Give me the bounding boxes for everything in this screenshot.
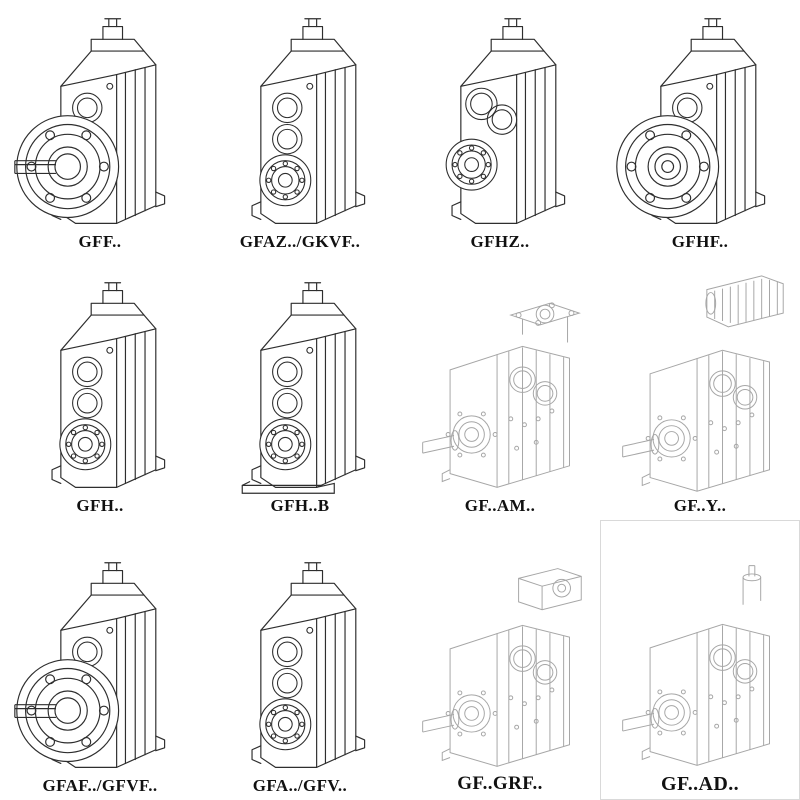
model-label: GFAZ../GKVF.. bbox=[239, 231, 361, 251]
model-label: GF..Y.. bbox=[673, 495, 727, 515]
gearbox-drawing-hollow-shaft bbox=[251, 561, 366, 768]
cell-gfh: GFH.. bbox=[0, 256, 200, 520]
gearbox-drawing-hollow-shaft-high bbox=[445, 17, 566, 224]
model-label: GF..AM.. bbox=[464, 495, 536, 515]
cell-gf-am: GF..AM.. bbox=[400, 256, 600, 520]
model-label: GFA../GFV.. bbox=[252, 775, 348, 795]
gearbox-drawing-hollow-shaft-foot bbox=[241, 281, 366, 494]
cell-gfhz: GFHZ.. bbox=[400, 0, 600, 256]
cell-gff: GFF.. bbox=[0, 0, 200, 256]
cell-gf-y: GF..Y.. bbox=[600, 256, 800, 520]
cell-gfa-gfv: GFA../GFV.. bbox=[200, 520, 400, 800]
gearbox-drawing-flange-with-shaft bbox=[14, 17, 166, 224]
model-label: GFAF../GFVF.. bbox=[42, 775, 158, 795]
cell-gf-grf: GF..GRF.. bbox=[400, 520, 600, 800]
model-label: GF..AD.. bbox=[660, 773, 740, 795]
model-label: GFHZ.. bbox=[470, 231, 530, 251]
gearbox-drawing-input-shaft bbox=[622, 564, 770, 766]
cell-gfaz-gkvf: GFAZ../GKVF.. bbox=[200, 0, 400, 256]
gearbox-drawing-flange-hollow bbox=[616, 17, 766, 224]
cell-gf-ad: GF..AD.. bbox=[600, 520, 800, 800]
model-label: GFF.. bbox=[78, 231, 122, 251]
gearbox-drawing-hollow-shaft bbox=[51, 281, 166, 488]
cell-gfh-b: GFH..B bbox=[200, 256, 400, 520]
gearbox-drawing-hollow-shaft bbox=[251, 17, 366, 224]
gearbox-drawing-motor-flange-adapter bbox=[422, 302, 580, 488]
gearbox-drawing-with-motor bbox=[622, 275, 784, 492]
gearbox-drawing-input-adapter bbox=[422, 568, 582, 767]
model-label: GFH.. bbox=[76, 495, 124, 515]
model-label: GFHF.. bbox=[671, 231, 729, 251]
model-label: GF..GRF.. bbox=[457, 773, 543, 795]
model-label: GFH..B bbox=[270, 495, 330, 515]
cell-gfhf: GFHF.. bbox=[600, 0, 800, 256]
gearbox-drawing-flange-with-shaft bbox=[14, 561, 166, 768]
cell-gfaf-gfvf: GFAF../GFVF.. bbox=[0, 520, 200, 800]
